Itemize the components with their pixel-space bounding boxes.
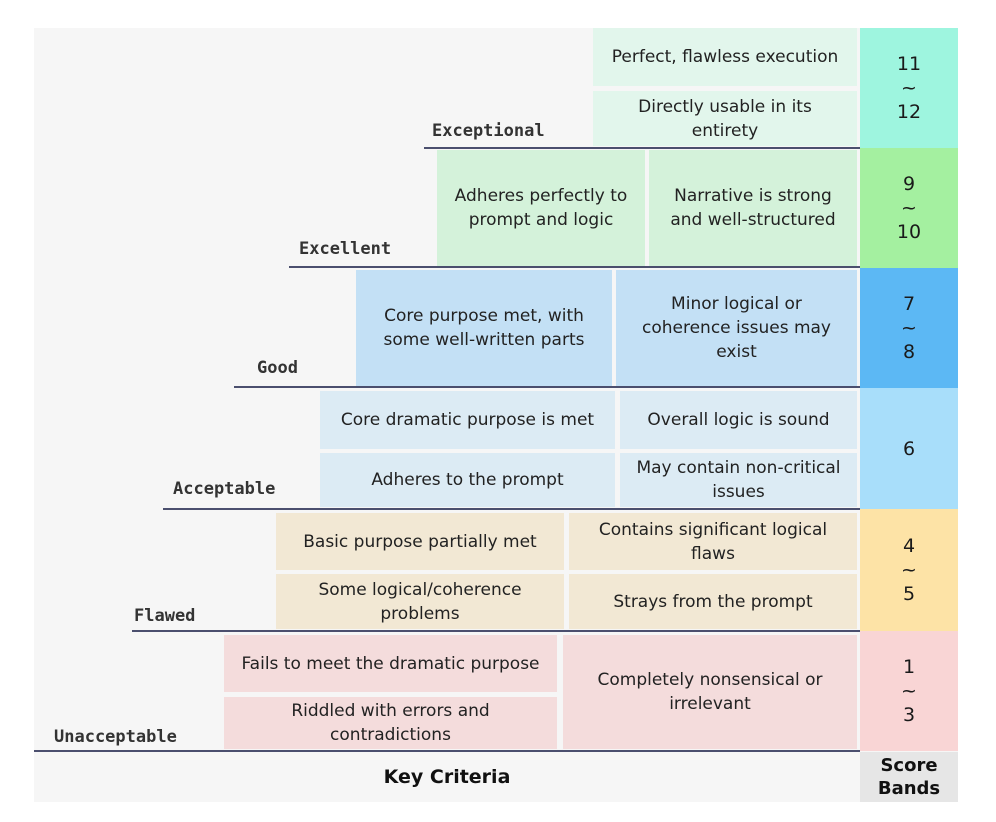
score-band: 9 ~ 10 [860, 148, 958, 268]
criterion-cell: Directly usable in its entirety [593, 91, 857, 146]
level-label: Exceptional [432, 121, 545, 141]
criterion-cell: Basic purpose partially met [276, 513, 564, 570]
score-bands-label: Score Bands [860, 752, 958, 802]
criterion-cell: Contains significant logical flaws [569, 513, 857, 570]
score-band: 6 [860, 388, 958, 509]
criterion-cell: Overall logic is sound [620, 391, 857, 449]
level-divider [132, 630, 860, 632]
score-band: 1 ~ 3 [860, 631, 958, 751]
criterion-cell: Narrative is strong and well-structured [649, 150, 857, 266]
score-band: 11 ~ 12 [860, 28, 958, 148]
level-divider [289, 266, 860, 268]
criterion-cell: Adheres to the prompt [320, 453, 615, 507]
level-label: Good [257, 358, 298, 378]
criterion-cell: Perfect, flawless execution [593, 28, 857, 86]
level-divider [234, 386, 860, 388]
criterion-cell: Completely nonsensical or irrelevant [563, 635, 857, 749]
criterion-cell: Adheres perfectly to prompt and logic [437, 150, 645, 266]
level-divider [34, 750, 860, 752]
criterion-cell: Minor logical or coherence issues may ex… [616, 270, 857, 386]
level-label: Excellent [299, 239, 392, 259]
criterion-cell: Fails to meet the dramatic purpose [224, 635, 557, 692]
level-label: Unacceptable [54, 727, 177, 747]
criterion-cell: Strays from the prompt [569, 574, 857, 629]
key-criteria-label: Key Criteria [383, 766, 511, 788]
criterion-cell: Core dramatic purpose is met [320, 391, 615, 449]
criterion-cell: Some logical/coherence problems [276, 574, 564, 629]
level-label: Acceptable [173, 479, 276, 499]
level-divider [424, 147, 860, 149]
criterion-cell: Core purpose met, with some well-written… [356, 270, 612, 386]
level-divider [163, 508, 860, 510]
score-band: 7 ~ 8 [860, 268, 958, 388]
level-label: Flawed [134, 606, 196, 626]
criterion-cell: May contain non-critical issues [620, 453, 857, 507]
score-band: 4 ~ 5 [860, 509, 958, 631]
criterion-cell: Riddled with errors and contradictions [224, 697, 557, 749]
